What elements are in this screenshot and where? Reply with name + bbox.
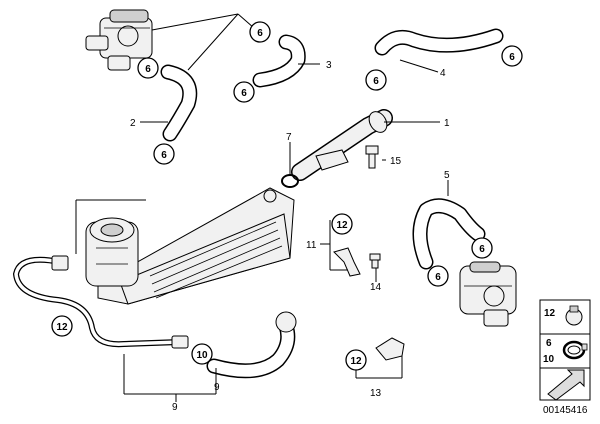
callout-6-hose2: 6 xyxy=(153,143,175,165)
drawing-number: 00145416 xyxy=(543,405,588,416)
hose-5 xyxy=(412,198,486,270)
part-number-labels: 2 3 4 1 7 15 5 11 14 9 9 13 xyxy=(130,60,450,413)
legend-label-10: 10 xyxy=(543,354,555,365)
callout-6-hose4-left: 6 xyxy=(365,69,387,91)
valve-right xyxy=(459,261,517,327)
pipe-line-9 xyxy=(12,255,189,349)
leader-lines xyxy=(75,13,449,402)
hose-4 xyxy=(374,28,504,56)
label-11: 11 xyxy=(306,240,317,251)
legend-label-6: 6 xyxy=(546,338,552,349)
svg-text:6: 6 xyxy=(257,28,263,39)
callout-12-bracket13: 12 xyxy=(345,349,367,371)
callout-10: 10 xyxy=(191,343,213,365)
label-13: 13 xyxy=(370,388,382,399)
bracket-13 xyxy=(375,337,405,361)
callout-12-bracket: 12 xyxy=(331,213,353,235)
label-9: 9 xyxy=(172,402,178,413)
callout-12-pipe: 12 xyxy=(51,315,73,337)
callout-6-valve: 6 xyxy=(137,57,159,79)
pipe-1 xyxy=(291,109,393,181)
bracket-11 xyxy=(333,247,361,277)
svg-text:6: 6 xyxy=(479,244,485,255)
hose-2 xyxy=(160,64,198,142)
svg-text:6: 6 xyxy=(373,76,379,87)
svg-text:6: 6 xyxy=(435,272,441,283)
callout-6-hose5-left: 6 xyxy=(427,265,449,287)
screw-14 xyxy=(369,253,381,269)
svg-text:6: 6 xyxy=(509,52,515,63)
label-9-right: 9 xyxy=(214,382,220,393)
legend-box: 12 6 10 xyxy=(539,299,591,401)
callout-6-hose3: 6 xyxy=(233,81,255,103)
hose-clamp-icon xyxy=(562,340,588,360)
callout-6-hose4-right: 6 xyxy=(501,45,523,67)
svg-text:6: 6 xyxy=(145,64,151,75)
hose-3 xyxy=(252,34,306,88)
label-3: 3 xyxy=(326,60,332,71)
oil-cooler-housing xyxy=(97,187,295,305)
svg-text:10: 10 xyxy=(196,350,208,361)
callout-6-hose5-right: 6 xyxy=(471,237,493,259)
svg-text:6: 6 xyxy=(161,150,167,161)
label-15: 15 xyxy=(390,156,402,167)
svg-text:12: 12 xyxy=(336,220,348,231)
legend-label-12: 12 xyxy=(544,308,556,319)
label-2: 2 xyxy=(130,118,136,129)
seal-ring-7 xyxy=(281,174,299,188)
label-14: 14 xyxy=(370,282,382,293)
valve-top-left xyxy=(85,9,153,71)
svg-text:12: 12 xyxy=(350,356,362,367)
label-4: 4 xyxy=(440,68,446,79)
label-7: 7 xyxy=(286,132,292,143)
label-1: 1 xyxy=(444,118,450,129)
svg-text:12: 12 xyxy=(56,322,68,333)
label-5: 5 xyxy=(444,170,450,181)
bolt-15 xyxy=(365,145,379,169)
oil-filter-cap xyxy=(85,217,139,287)
clip-icon xyxy=(565,305,583,326)
arrow-icon xyxy=(547,369,585,401)
lower-hose xyxy=(206,311,297,379)
svg-text:6: 6 xyxy=(241,88,247,99)
callout-6-top: 6 xyxy=(249,21,271,43)
